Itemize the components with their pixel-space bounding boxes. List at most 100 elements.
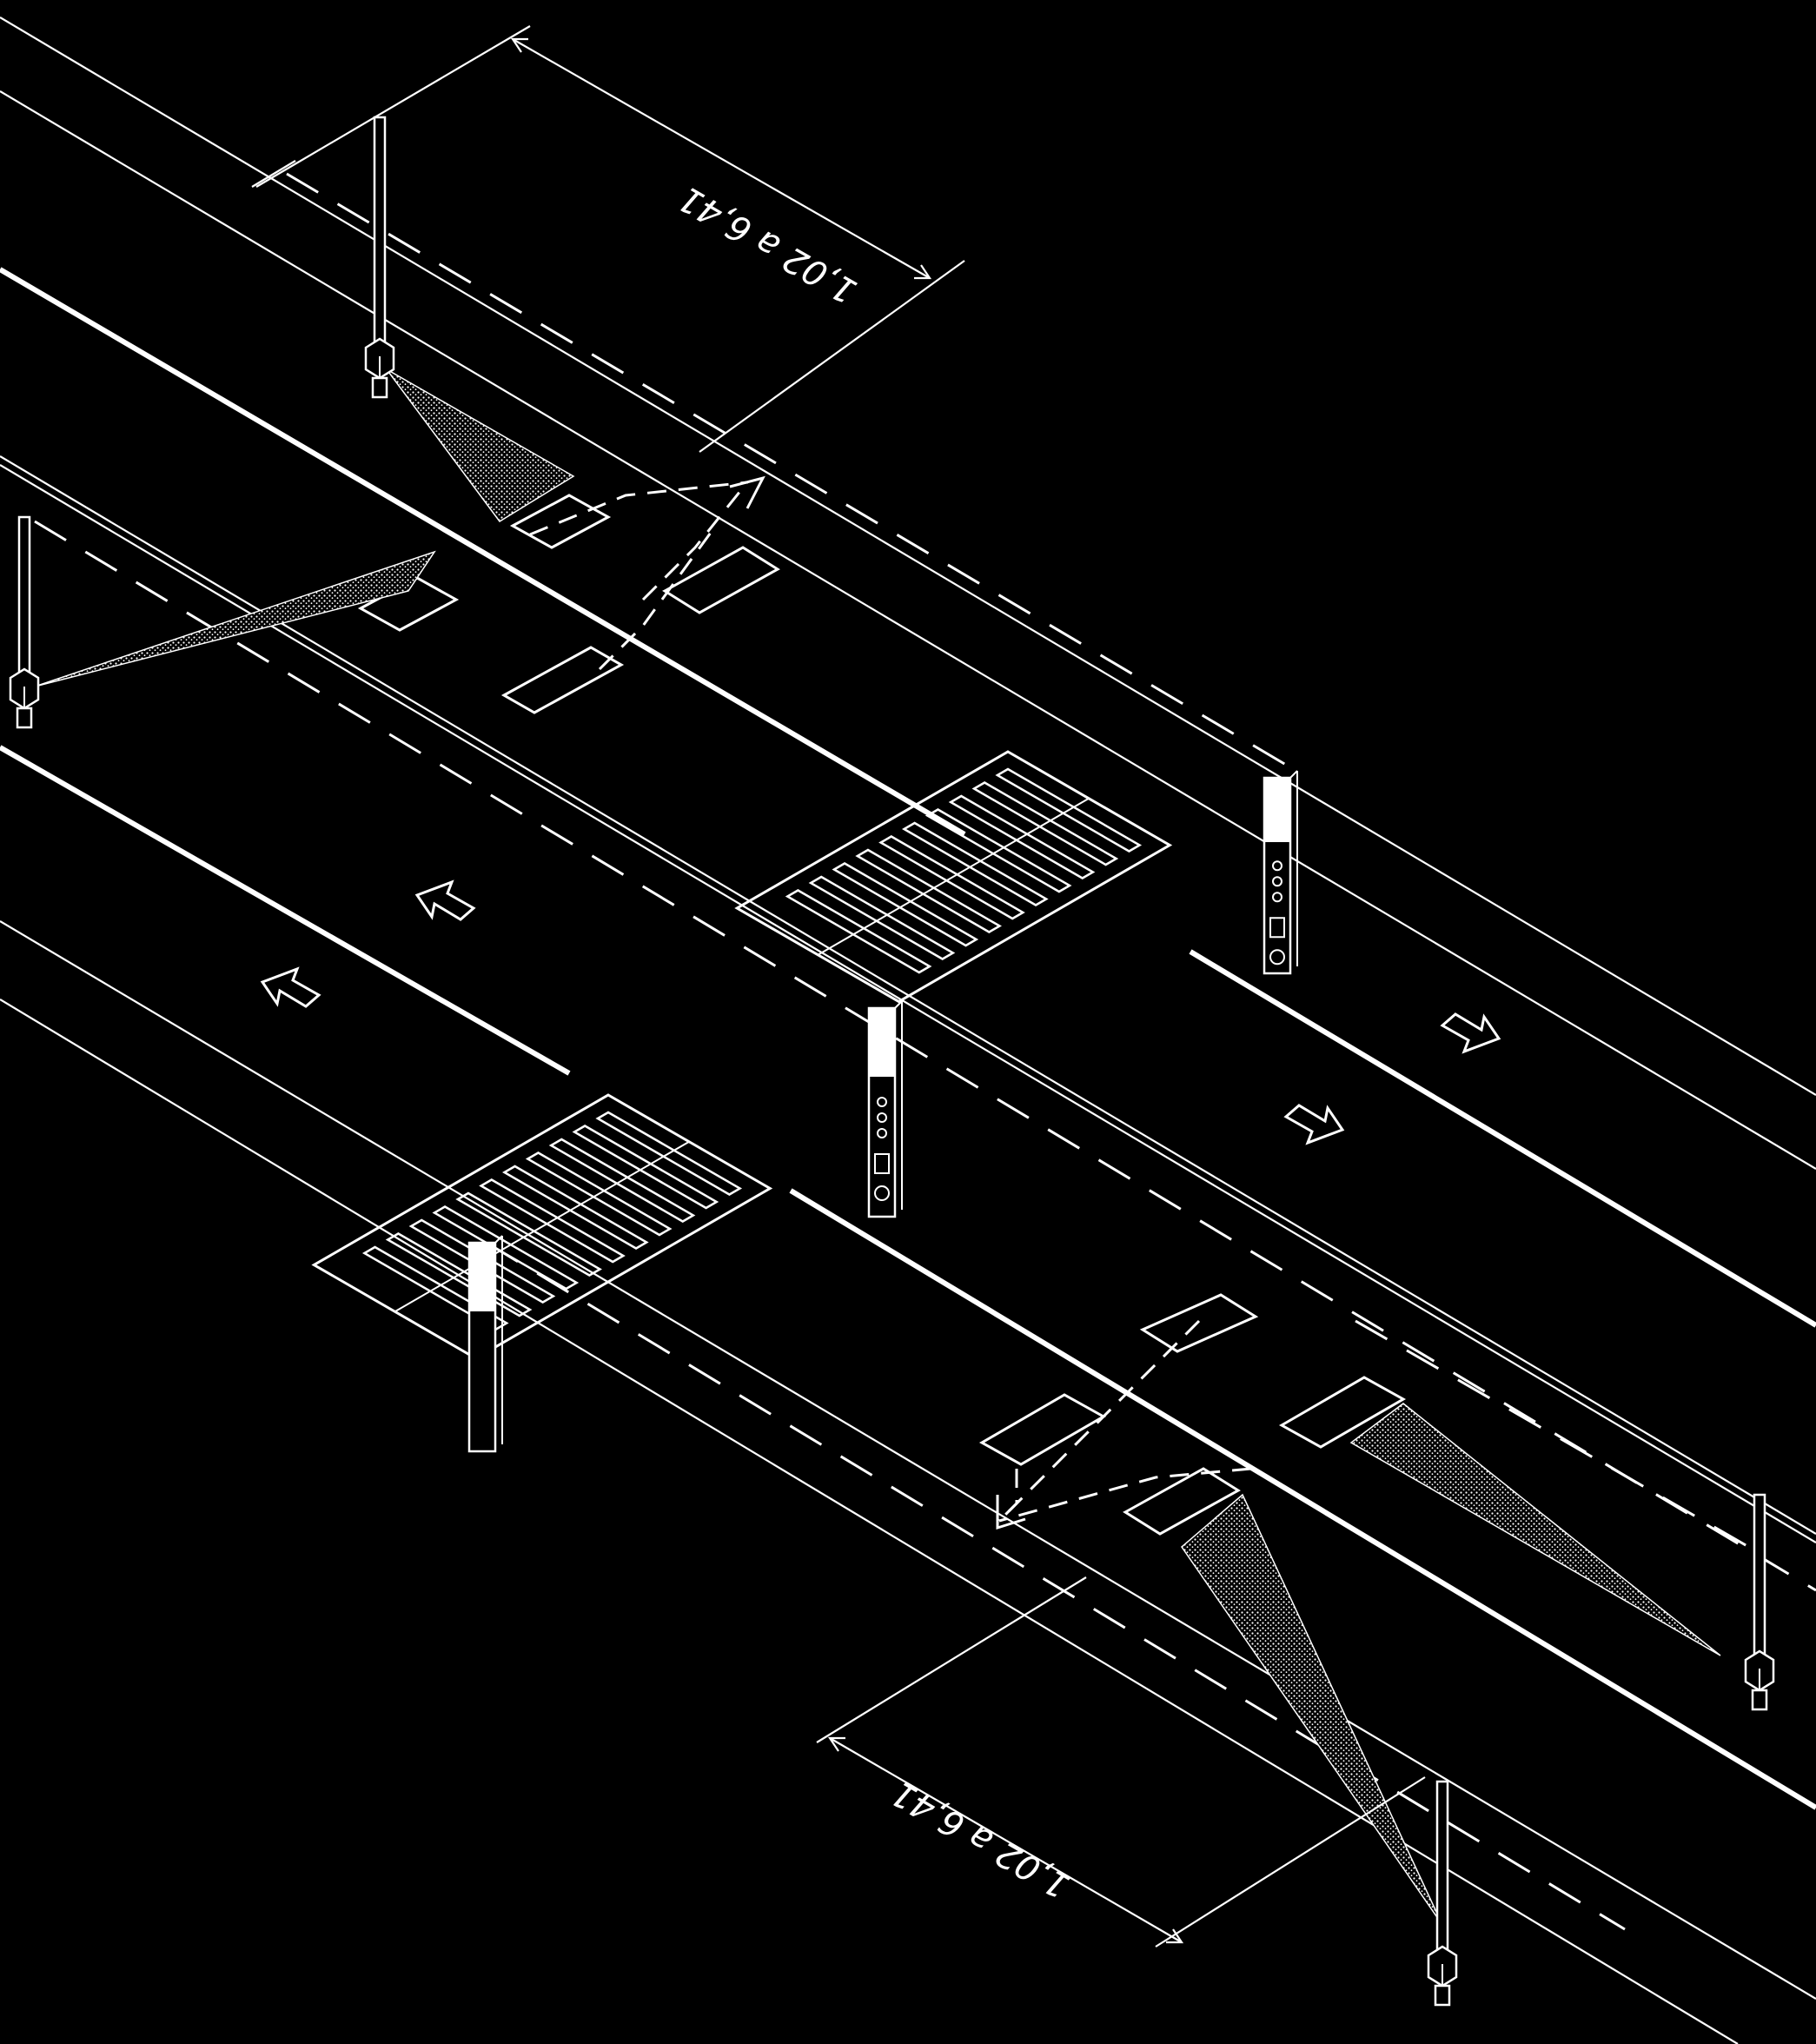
- zebra-stripe: [501, 1165, 649, 1250]
- leader-line: [641, 481, 749, 601]
- detector-pad: [662, 546, 780, 614]
- zebra-stripe: [455, 1191, 602, 1277]
- detector-lens: [16, 707, 33, 729]
- pole-shaft: [1753, 1493, 1766, 1662]
- arrow-left-icon: [260, 966, 321, 1008]
- extension-line: [251, 160, 296, 188]
- zebra-crossing-upper: [734, 750, 1173, 1004]
- post-white-band: [869, 1008, 895, 1077]
- arrow-right-icon: [1283, 1104, 1345, 1145]
- leader-line: [998, 1467, 1252, 1523]
- lane-line-dashed: [486, 1241, 1626, 1931]
- post-edge: [1289, 770, 1298, 779]
- dimension-line: [829, 1737, 1183, 1943]
- detection-cone: [34, 550, 436, 687]
- zebra-stripe: [971, 781, 1119, 866]
- push-button-icon: [874, 1185, 890, 1201]
- zebra-crossing-lower: [311, 1093, 773, 1360]
- zebra-stripe: [785, 889, 932, 974]
- arrow-right-icon: [1440, 1012, 1501, 1054]
- dimension-top: [251, 25, 965, 453]
- detector-pad: [1139, 1293, 1259, 1353]
- road-edge-line: [0, 920, 1816, 2000]
- road-lines: [0, 17, 1816, 2044]
- zebra-stripe: [995, 767, 1143, 853]
- zebra-stripe: [901, 821, 1049, 906]
- detection-cones: [34, 368, 1721, 1926]
- signal-light-icon: [877, 1097, 887, 1107]
- zebra-stripe: [408, 1218, 556, 1304]
- detector-lens: [371, 376, 388, 399]
- detector-lens: [1434, 1984, 1451, 2007]
- road-edge-line: [0, 464, 1816, 1543]
- extension-line: [699, 260, 965, 453]
- dimension-line: [512, 38, 931, 279]
- lane-line-solid: [789, 1188, 1816, 1810]
- arrowhead-icon: [1166, 1928, 1184, 1944]
- signal-light-icon: [1272, 892, 1282, 903]
- zebra-stripe: [808, 875, 956, 960]
- detector-pad: [1123, 1467, 1241, 1536]
- push-button-icon: [1269, 949, 1285, 966]
- zebra-stripe: [855, 848, 1002, 933]
- lane-line-dashed: [1355, 1319, 1765, 1557]
- zebra-stripe: [479, 1178, 626, 1264]
- sensor-pole: [364, 116, 395, 399]
- zebra-stripe: [572, 1125, 719, 1210]
- sensor-pole: [1744, 1493, 1775, 1711]
- crossing-center-line: [817, 797, 1090, 956]
- signal-light-icon: [877, 1128, 887, 1138]
- arrowhead-icon: [510, 37, 528, 53]
- arrow-left-icon: [414, 879, 476, 921]
- extension-line: [816, 1576, 1087, 1743]
- arrowhead-icon: [827, 1736, 845, 1752]
- signal-light-icon: [877, 1112, 887, 1123]
- detector-pad: [1278, 1376, 1407, 1449]
- detector-pad: [509, 494, 612, 549]
- lane-line-dashed: [34, 520, 1816, 1592]
- pole-shaft: [17, 515, 31, 680]
- lane-line-dashed: [286, 172, 1287, 766]
- zebra-stripe: [878, 835, 1025, 920]
- leader-line: [997, 1319, 1201, 1523]
- direction-arrows: [260, 879, 1501, 1145]
- signal-light-icon: [1272, 860, 1282, 872]
- push-button-icon: [874, 1153, 890, 1174]
- road-edge-line: [0, 90, 1816, 1170]
- detector-pad: [500, 646, 625, 714]
- signal-posts: [467, 770, 1298, 1453]
- lane-line-solid: [0, 267, 966, 837]
- lane-line-solid: [0, 745, 571, 1076]
- arrowhead-icon: [729, 475, 766, 509]
- sensor-poles: [9, 116, 1775, 2007]
- crossing-center-line: [394, 1140, 690, 1313]
- sensor-pole: [9, 515, 40, 729]
- signal-post: [1263, 770, 1298, 975]
- leader-arrowheads: [729, 475, 1026, 1530]
- zebra-stripe: [832, 862, 979, 947]
- zebra-stripe: [925, 808, 1072, 893]
- crossing-frame: [734, 750, 1173, 1004]
- detection-cone: [386, 368, 575, 522]
- dimension-label: 1,02 a 6,41: [885, 1772, 1077, 1906]
- road-edge-line: [0, 17, 1816, 1096]
- push-button-icon: [1269, 917, 1285, 939]
- arrowhead-icon: [996, 1495, 1026, 1530]
- signal-light-icon: [1272, 876, 1282, 887]
- post-white-band: [1264, 778, 1290, 842]
- detector-pad: [978, 1393, 1107, 1466]
- pole-shaft: [373, 116, 387, 349]
- post-white-band: [469, 1243, 495, 1311]
- dimension-label: 1,02 a 6,41: [672, 177, 864, 311]
- arrowhead-icon: [914, 264, 932, 280]
- leader-line: [997, 1469, 1018, 1523]
- detection-leaders: [529, 481, 1252, 1523]
- detector-lens: [1751, 1689, 1768, 1711]
- dimension-bottom: [816, 1576, 1426, 1948]
- extension-line: [255, 25, 531, 188]
- zebra-stripe: [948, 794, 1096, 879]
- post-edge: [894, 1000, 903, 1009]
- zebra-stripe: [525, 1151, 673, 1237]
- zebra-stripe: [548, 1138, 696, 1223]
